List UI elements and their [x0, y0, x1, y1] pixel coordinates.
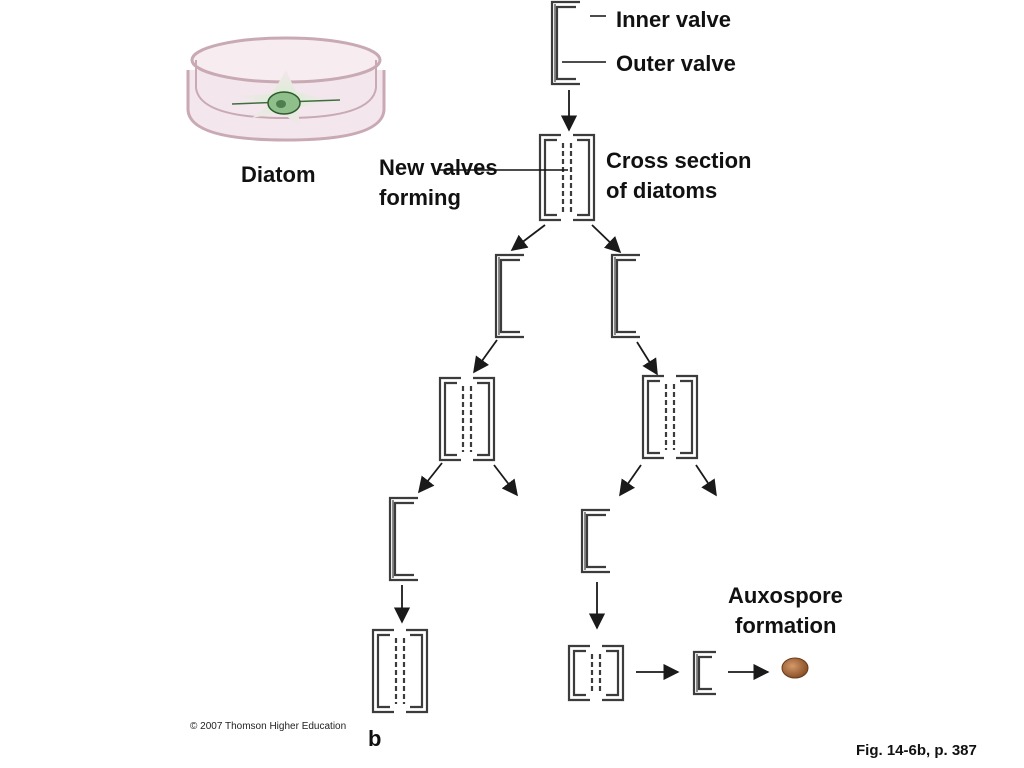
inner-valve — [393, 501, 414, 577]
valves-layer — [371, 0, 716, 714]
cell-dividing-3 — [371, 628, 429, 714]
outer-valve — [473, 376, 496, 462]
inner-valve — [376, 633, 390, 709]
outer-valve — [602, 644, 625, 702]
outer-valve — [641, 374, 664, 460]
diatom-label: Diatom — [241, 162, 316, 187]
arrow — [417, 462, 443, 494]
outer-valve — [538, 133, 561, 222]
cell-gen2-left — [494, 253, 524, 339]
panel-letter: b — [368, 726, 382, 751]
outer-valve — [692, 650, 716, 696]
cross-section-label-line2: of diatoms — [606, 178, 718, 203]
inner-valve — [697, 655, 712, 691]
inner-valve — [606, 649, 620, 697]
inner-valve — [572, 649, 586, 697]
auxospore — [781, 657, 809, 679]
cell-gen3-left — [388, 496, 418, 582]
cell-dividing-4 — [567, 644, 625, 702]
cell-top — [550, 0, 580, 86]
inner-valve — [577, 138, 591, 217]
inner-valve — [410, 633, 424, 709]
new-valves-label-line2: forming — [379, 185, 461, 210]
auxospore-label-line1: Auxospore — [728, 583, 843, 608]
cell-gen2-right — [610, 253, 640, 339]
arrow — [473, 339, 498, 374]
outer-valve — [550, 0, 580, 86]
outer-valve — [567, 644, 590, 702]
cell-gen3-mid — [580, 508, 610, 574]
arrow — [493, 464, 518, 497]
outer-valve — [406, 628, 429, 714]
auxospore-label-line2: formation — [735, 613, 837, 638]
cell-small — [692, 650, 716, 696]
arrow — [695, 464, 717, 497]
inner-valve — [443, 381, 457, 457]
new-valves-label-line1: New valves — [379, 155, 498, 180]
outer-valve — [388, 496, 418, 582]
inner-valve — [555, 5, 576, 81]
outer-valve — [371, 628, 394, 714]
arrow — [636, 341, 658, 376]
cross-section-label-line1: Cross section — [606, 148, 752, 173]
nucleus — [276, 100, 286, 108]
outer-valve — [580, 508, 610, 574]
inner-valve — [477, 381, 491, 457]
copyright-notice: © 2007 Thomson Higher Education — [190, 721, 347, 732]
inner-valve — [646, 379, 660, 455]
inner-valve — [615, 258, 636, 334]
arrow — [619, 464, 642, 497]
inner-valve — [499, 258, 520, 334]
outer-valve — [610, 253, 640, 339]
outer-valve-label: Outer valve — [616, 51, 736, 76]
outer-valve — [676, 374, 699, 460]
outer-valve — [573, 133, 596, 222]
diatom-illustration — [186, 36, 386, 142]
inner-valve — [585, 513, 606, 569]
cell-dividing-2-left — [438, 376, 496, 462]
cell-dividing-2-right — [641, 374, 699, 460]
outer-valve — [494, 253, 524, 339]
outer-valve — [438, 376, 461, 462]
arrows-layer — [393, 90, 770, 681]
inner-valve-label: Inner valve — [616, 7, 731, 32]
cell-dividing-1 — [538, 133, 596, 222]
arrow — [591, 224, 622, 254]
figure-reference: Fig. 14-6b, p. 387 — [856, 742, 977, 759]
inner-valve — [543, 138, 557, 217]
arrow — [510, 224, 546, 251]
inner-valve — [680, 379, 694, 455]
